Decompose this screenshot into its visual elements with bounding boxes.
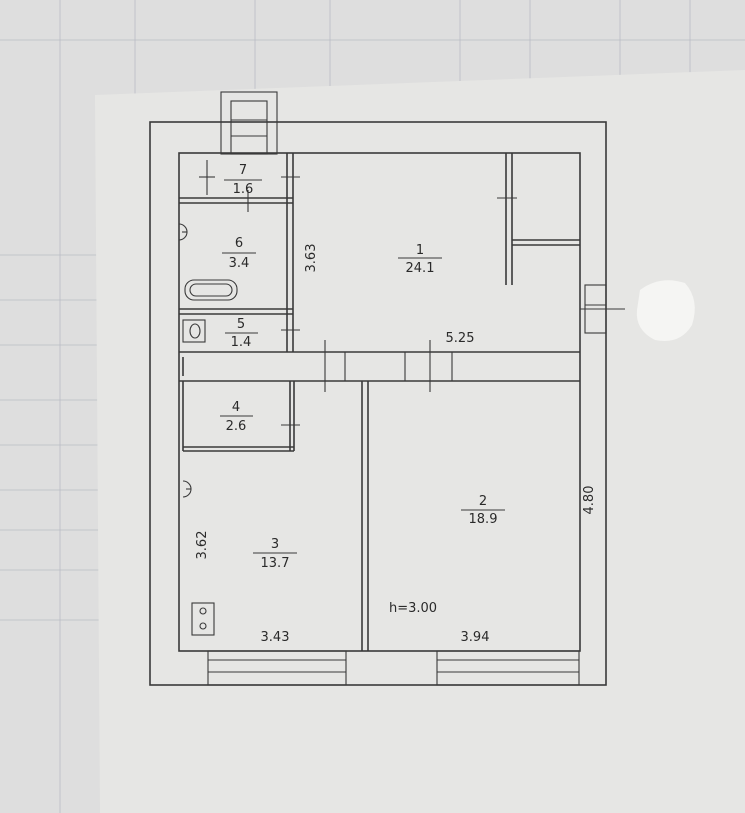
- room3-height-dimension: 3.62: [195, 531, 210, 560]
- room-area: 1.4: [231, 335, 252, 350]
- room-number: 3: [271, 537, 279, 552]
- interior-walls: [179, 153, 580, 651]
- room-area: 1.6: [233, 182, 254, 197]
- room-3-label: 3 13.7: [253, 537, 297, 571]
- room-number: 5: [237, 317, 245, 332]
- room-area: 13.7: [261, 556, 290, 571]
- hall-width-dimension: 5.25: [446, 331, 475, 346]
- room-area: 2.6: [226, 419, 247, 434]
- outer-wall: [149, 121, 607, 686]
- entrance-steps: [220, 91, 278, 155]
- room-area: 18.9: [469, 512, 498, 527]
- bathtub-icon: [184, 279, 238, 301]
- stove-icon: [191, 602, 215, 636]
- room-6-label: 6 3.4: [222, 236, 256, 271]
- room-number: 2: [479, 494, 487, 509]
- door-markers: [199, 160, 517, 426]
- room-5-label: 5 1.4: [225, 317, 258, 350]
- right-window: [580, 284, 625, 334]
- room-2-label: 2 18.9: [461, 494, 505, 527]
- room-number: 4: [232, 400, 240, 415]
- drawing-sheet: [95, 70, 745, 813]
- room2-height-dimension: 4.80: [582, 486, 597, 515]
- redaction-blot: [636, 280, 695, 341]
- hall-height-dimension: 3.63: [304, 244, 319, 273]
- room3-width-dimension: 3.43: [261, 630, 290, 645]
- room-4-label: 4 2.6: [220, 400, 253, 434]
- room-area: 24.1: [406, 261, 435, 276]
- fixtures: [178, 223, 238, 636]
- room-number: 7: [239, 163, 247, 178]
- room-1-label: 1 24.1: [398, 243, 442, 276]
- room2-width-dimension: 3.94: [461, 630, 490, 645]
- toilet-icon: [182, 319, 206, 343]
- ceiling-height-label: h=3.00: [389, 601, 437, 616]
- room-7-label: 7 1.6: [224, 163, 262, 197]
- room-number: 6: [235, 236, 243, 251]
- room-number: 1: [416, 243, 424, 258]
- room-area: 3.4: [229, 256, 250, 271]
- bottom-windows: [207, 650, 580, 686]
